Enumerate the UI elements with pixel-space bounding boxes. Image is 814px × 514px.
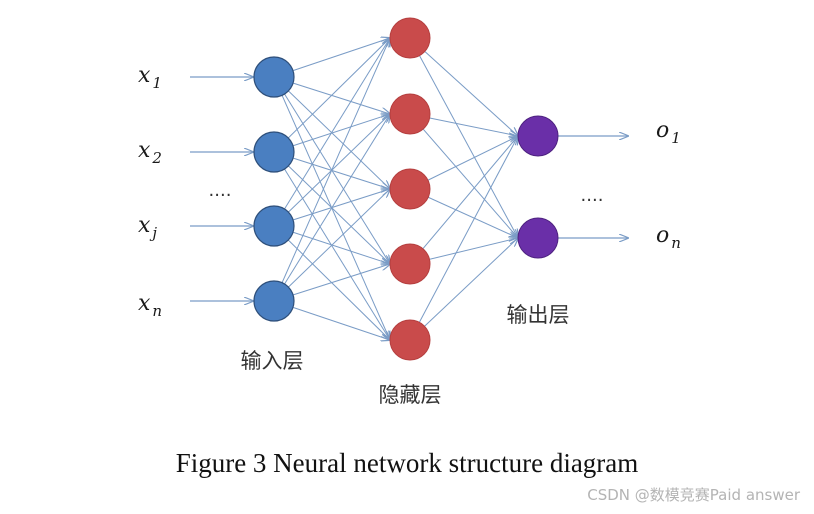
hidden-layer-label: 隐藏层: [379, 383, 442, 407]
edge-hidden1-output2: [409, 37, 518, 238]
edge-input4-hidden1: [273, 38, 390, 302]
hidden-node-2: [389, 93, 431, 135]
figure-caption: Figure 3 Neural network structure diagra…: [175, 448, 639, 478]
hidden-node-3: [389, 168, 431, 210]
hidden-node-4: [389, 243, 431, 285]
output-layer-label: 输出层: [507, 303, 570, 327]
edge-hidden5-output1: [409, 136, 518, 341]
edge-input2-hidden1: [273, 38, 390, 153]
input-node-3: [253, 205, 295, 247]
edge-input3-hidden1: [273, 38, 390, 227]
input-node-2: [253, 131, 295, 173]
edge-hidden1-output1: [409, 37, 518, 136]
input-layer-label: 输入层: [241, 349, 304, 373]
hidden-node-1: [389, 17, 431, 59]
output-ellipsis: ....: [581, 185, 604, 206]
watermark: CSDN @数模竞赛Paid answer: [587, 486, 800, 504]
hidden-node-5: [389, 319, 431, 361]
edge-hidden2-output2: [409, 113, 518, 238]
connections: [273, 37, 518, 341]
input-ellipsis: ....: [209, 180, 232, 201]
edge-hidden4-output1: [409, 136, 518, 265]
input-node-1: [253, 56, 295, 98]
nodes: [253, 17, 559, 361]
input-node-4: [253, 280, 295, 322]
io-arrows: [190, 77, 628, 301]
edge-input4-hidden2: [273, 114, 390, 302]
output-node-2: [517, 217, 559, 259]
output-node-1: [517, 115, 559, 157]
edge-hidden5-output2: [409, 238, 518, 341]
edge-input4-hidden3: [273, 189, 390, 302]
edge-input2-hidden5: [273, 151, 390, 340]
